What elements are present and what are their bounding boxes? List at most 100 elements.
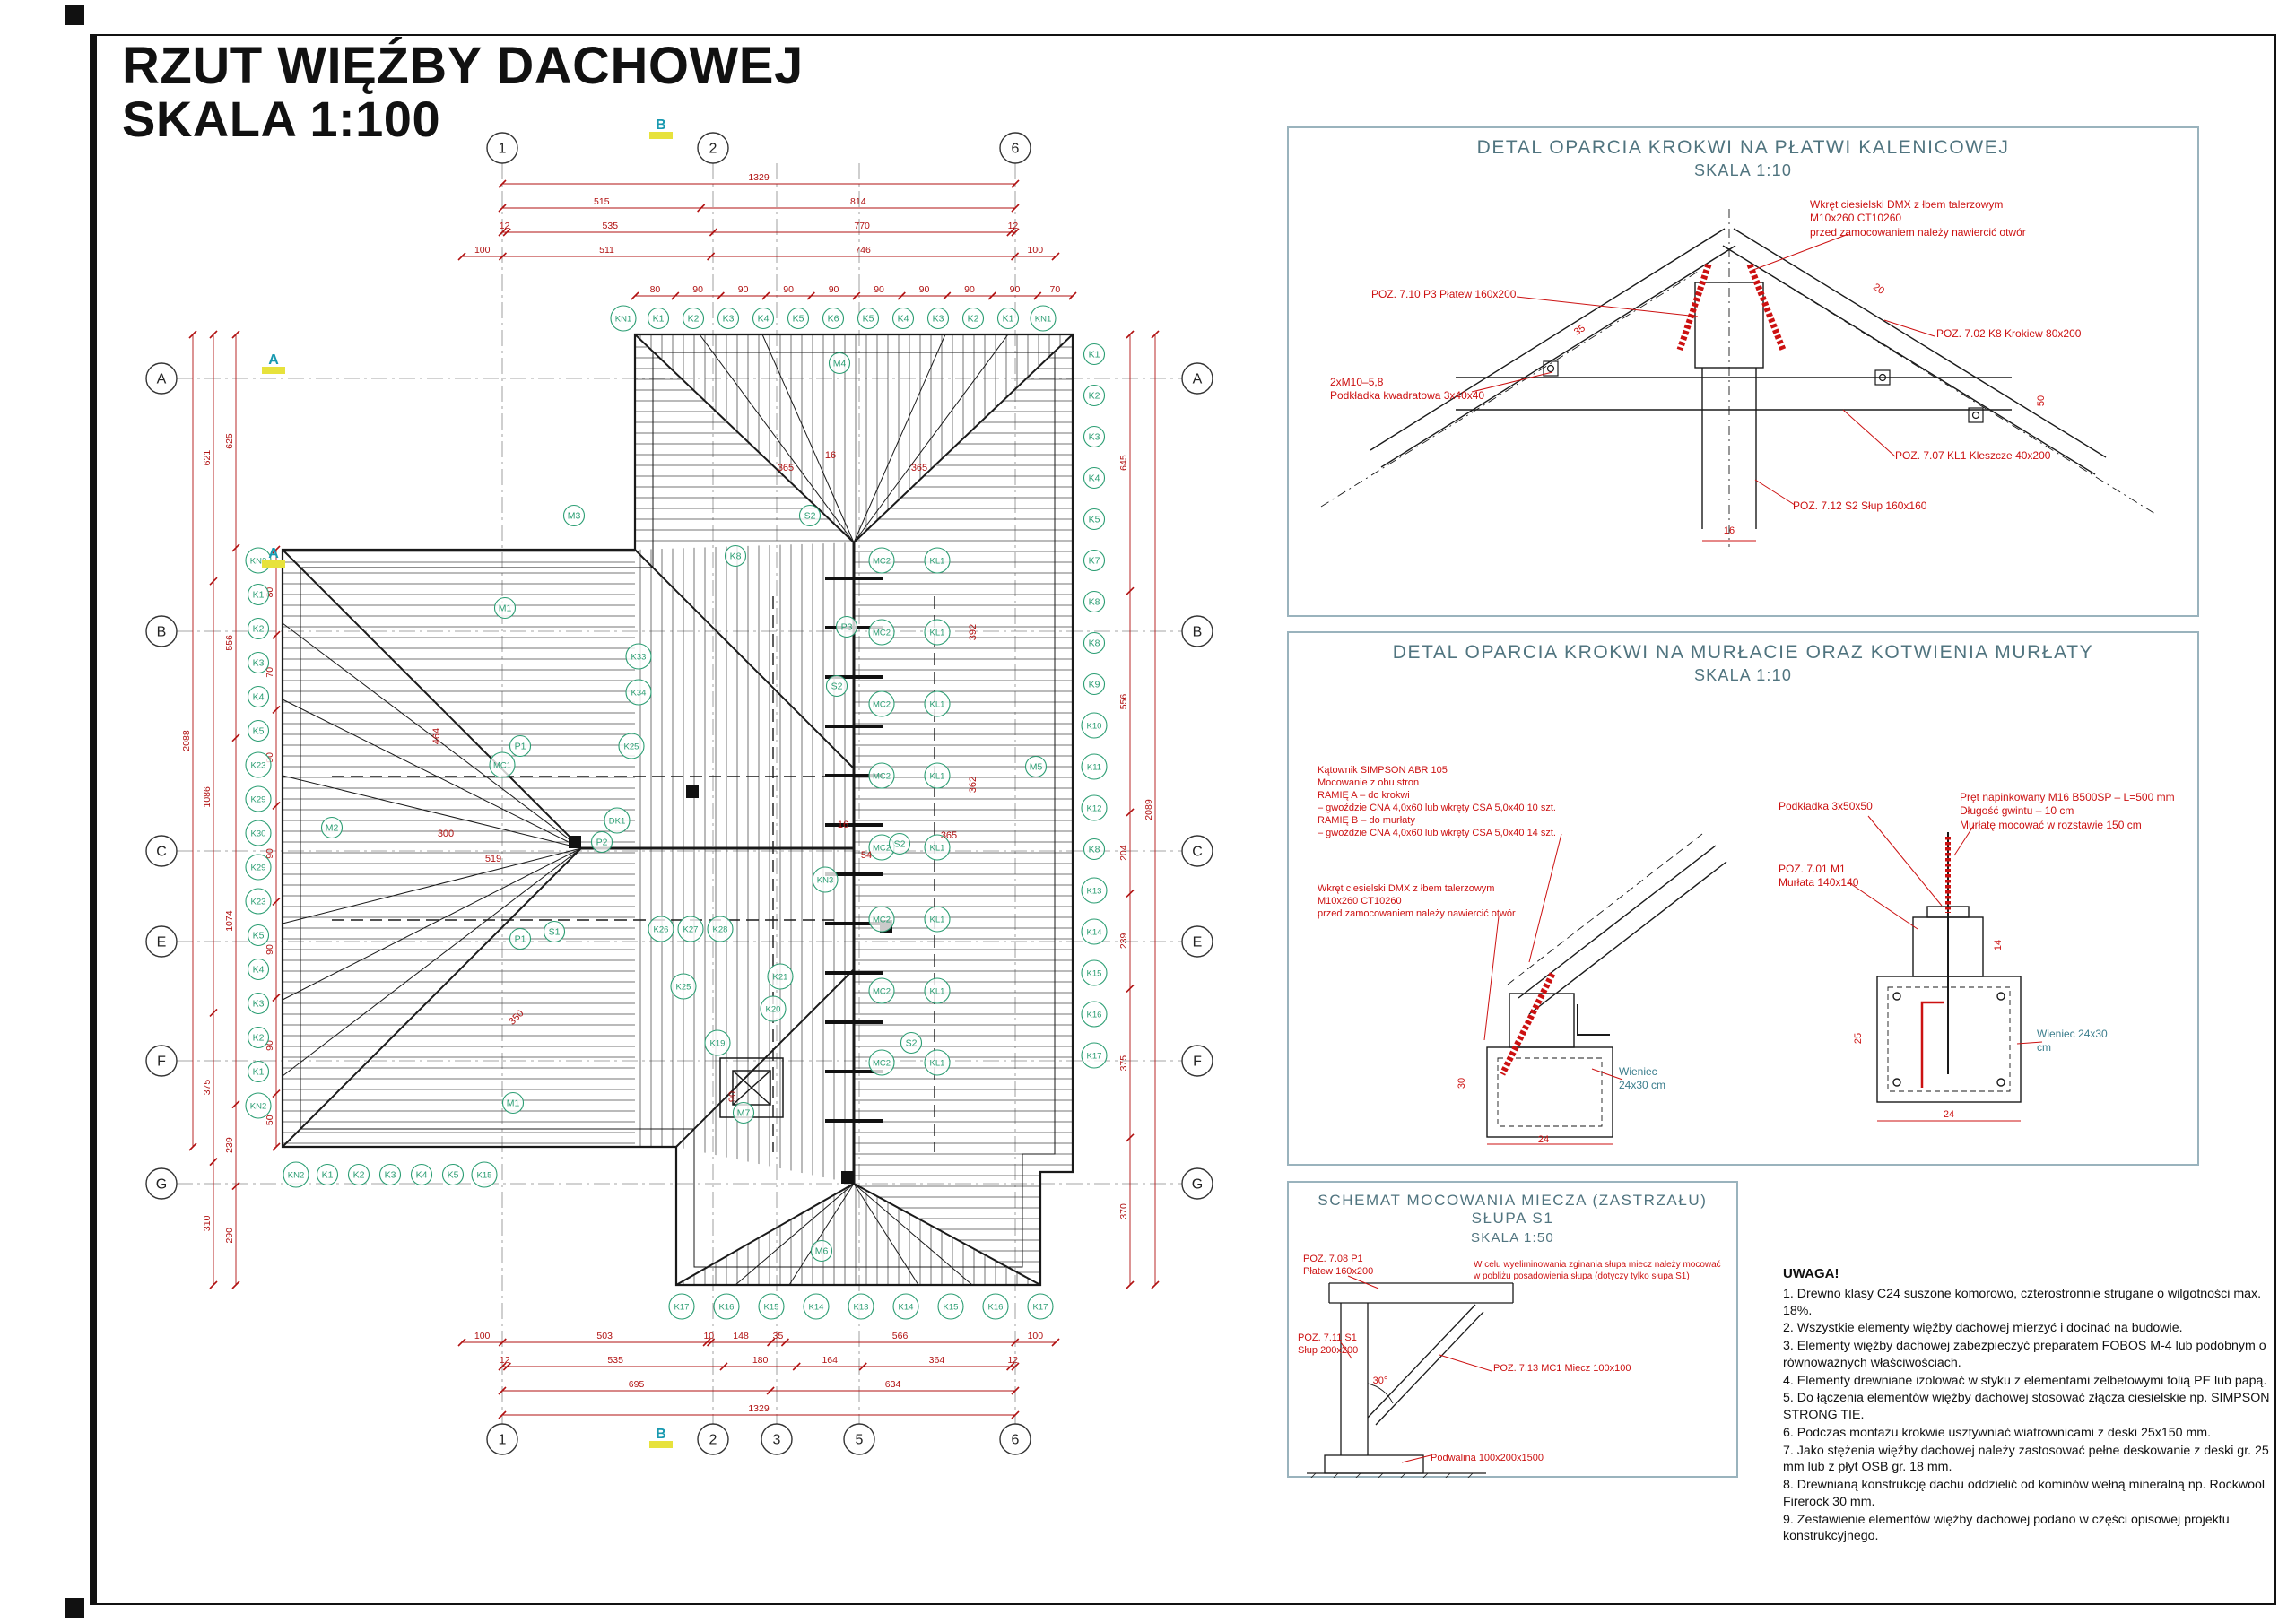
dim-text: 70 — [1050, 284, 1061, 295]
dim-text: 50 — [265, 1115, 275, 1125]
dim-text: 695 — [629, 1379, 645, 1390]
dim-text: 90 — [829, 284, 839, 295]
axis-label: 2 — [709, 142, 718, 157]
axis-label: G — [1192, 1177, 1203, 1193]
element-label-text: K15 — [944, 1303, 959, 1313]
element-label: M4 — [828, 352, 851, 375]
axis-label: E — [157, 935, 167, 950]
element-label-text: MC2 — [873, 557, 891, 567]
element-label-text: S2 — [804, 511, 816, 522]
element-label: KL1 — [924, 690, 951, 717]
notes-block: UWAGA! 1. Drewno klasy C24 suszone komor… — [1783, 1266, 2272, 1546]
element-label-text: K15 — [1087, 969, 1102, 979]
annotation-leaders — [1471, 233, 1935, 542]
element-label-text: KN2 — [250, 557, 266, 567]
dim-text: 90 — [964, 284, 975, 295]
element-label: K5 — [787, 307, 810, 330]
dim-text: 54 — [861, 850, 872, 861]
element-label: M3 — [562, 504, 586, 527]
element-label-text: K1 — [253, 590, 265, 601]
axis-label: 1 — [499, 142, 507, 157]
element-label-text: K1 — [1003, 314, 1014, 325]
axis-circle-G: G — [1181, 1167, 1213, 1200]
element-label-text: K8 — [1089, 638, 1100, 649]
roof-surfaces — [283, 334, 1073, 1285]
element-label-text: K34 — [631, 689, 647, 699]
element-label: MC2 — [868, 690, 895, 717]
panel-title: DETAL OPARCIA KROKWI NA PŁATWI KALENICOW… — [1476, 137, 2010, 158]
element-label-text: K3 — [723, 314, 735, 325]
dim-text: 90 — [265, 944, 275, 955]
dim-text: 90 — [265, 848, 275, 859]
dim-text: 535 — [603, 221, 619, 231]
dim-chain: 1329 — [498, 1403, 1020, 1419]
brace-detail-drawing: 30° — [1307, 1275, 1514, 1478]
element-label-text: K25 — [624, 742, 639, 752]
hips-ridges — [282, 334, 1074, 1286]
dim-text: 24 — [1944, 1109, 1954, 1120]
dim-text: 80 — [265, 587, 275, 598]
dim-text: 90 — [692, 284, 703, 295]
element-label-text: K1 — [253, 1067, 265, 1078]
element-label-text: K5 — [863, 314, 874, 325]
dim-text: 770 — [854, 221, 870, 231]
rafter-on-wallplate — [1486, 833, 1727, 1138]
element-label: KL1 — [924, 834, 951, 861]
annotation-note: W celu wyeliminowania zginania słupa mie… — [1474, 1260, 1721, 1281]
element-label-text: K4 — [1089, 473, 1100, 484]
element-label: KN3 — [812, 866, 839, 893]
dim-text: 1086 — [202, 786, 213, 808]
axis-label: G — [156, 1177, 167, 1193]
element-label: K25 — [618, 733, 645, 759]
axis-label: 6 — [1012, 1433, 1020, 1448]
element-label: M5 — [1024, 755, 1048, 778]
element-label-text: M6 — [815, 1246, 829, 1257]
element-label: K4 — [752, 307, 775, 330]
element-label-text: KL1 — [930, 916, 945, 925]
element-label: MC2 — [868, 977, 895, 1004]
dim-text: 90 — [874, 284, 884, 295]
axis-circle-6: 6 — [999, 1423, 1031, 1455]
element-label: K28 — [707, 916, 734, 942]
dim-text: 1329 — [748, 1403, 770, 1414]
dim-text: 365 — [778, 463, 794, 473]
note-item: 3. Elementy więźby dachowej zabezpieczyć… — [1783, 1339, 2266, 1370]
dim-text: 365 — [941, 830, 957, 841]
element-label: M7 — [732, 1101, 755, 1124]
note-item: 7. Jako stężenia więźby dachowej należy … — [1783, 1443, 2269, 1475]
dim-text: 239 — [224, 1137, 235, 1153]
element-label: K2 — [247, 617, 270, 640]
element-label-text: K17 — [1033, 1303, 1048, 1313]
panel-title: DETAL OPARCIA KROKWI NA MURŁACIE ORAZ KO… — [1392, 642, 2094, 663]
dim-text: 12 — [1008, 221, 1019, 231]
annotation-leaders — [1483, 815, 2043, 1145]
element-label: K6 — [822, 307, 845, 330]
dim-text: 300 — [438, 829, 454, 839]
element-label: K5 — [1083, 508, 1106, 531]
element-label: K17 — [1027, 1293, 1054, 1320]
section-marker-B: B — [649, 1427, 673, 1448]
section-marker-label: A — [268, 546, 279, 561]
axis-label: B — [1193, 625, 1203, 640]
element-label-text: K15 — [477, 1171, 492, 1181]
element-label-text: K1 — [322, 1170, 334, 1181]
element-label: K25 — [670, 973, 697, 1000]
element-label-text: KL1 — [930, 844, 945, 854]
element-label-text: M2 — [326, 823, 339, 834]
element-label: K4 — [891, 307, 915, 330]
element-label-text: K16 — [719, 1303, 735, 1313]
dim-text: 566 — [892, 1331, 909, 1341]
dim-text: 100 — [1028, 245, 1044, 256]
element-label: K14 — [803, 1293, 830, 1320]
dim-text: 30° — [1373, 1376, 1388, 1386]
binding-margin-line — [90, 34, 97, 1605]
element-label: P2 — [590, 830, 613, 854]
element-label-text: M1 — [507, 1098, 520, 1109]
annotation-leaders — [1340, 1275, 1492, 1463]
axis-label: 6 — [1012, 142, 1020, 157]
